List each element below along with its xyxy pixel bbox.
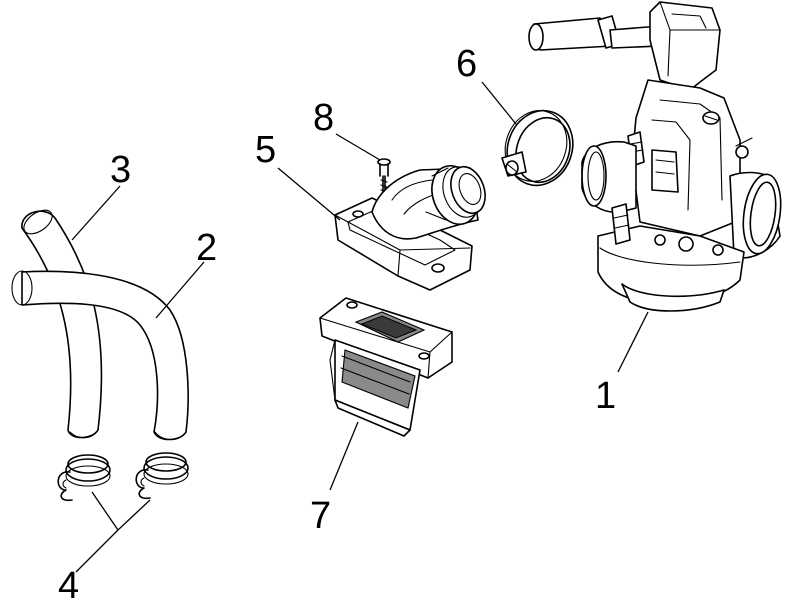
callout-6: 6 <box>456 43 477 85</box>
callout-4: 4 <box>58 565 79 600</box>
leader-5 <box>277 167 341 221</box>
callout-1: 1 <box>595 375 616 417</box>
leader-1 <box>617 311 649 373</box>
leader-8 <box>335 133 381 161</box>
callout-7: 7 <box>310 495 331 537</box>
spring-clip-right <box>135 452 189 500</box>
intake-manifold-part-5 <box>334 165 486 291</box>
leader-4 <box>75 491 151 573</box>
hose-clamp-part-6 <box>501 109 574 187</box>
callout-3: 3 <box>110 149 131 191</box>
hose-part-2 <box>11 270 189 441</box>
leader-7 <box>329 421 359 491</box>
leader-6 <box>481 81 517 125</box>
callout-5: 5 <box>255 129 276 171</box>
leader-2 <box>155 261 205 319</box>
reed-valve-part-7 <box>319 297 453 437</box>
leader-lines <box>71 81 649 573</box>
hose-part-3 <box>21 209 103 439</box>
callout-8: 8 <box>313 97 334 139</box>
leader-3 <box>71 185 121 241</box>
spring-clip-left <box>57 454 111 502</box>
callout-2: 2 <box>196 227 217 269</box>
carburetor-part-1 <box>528 1 782 312</box>
